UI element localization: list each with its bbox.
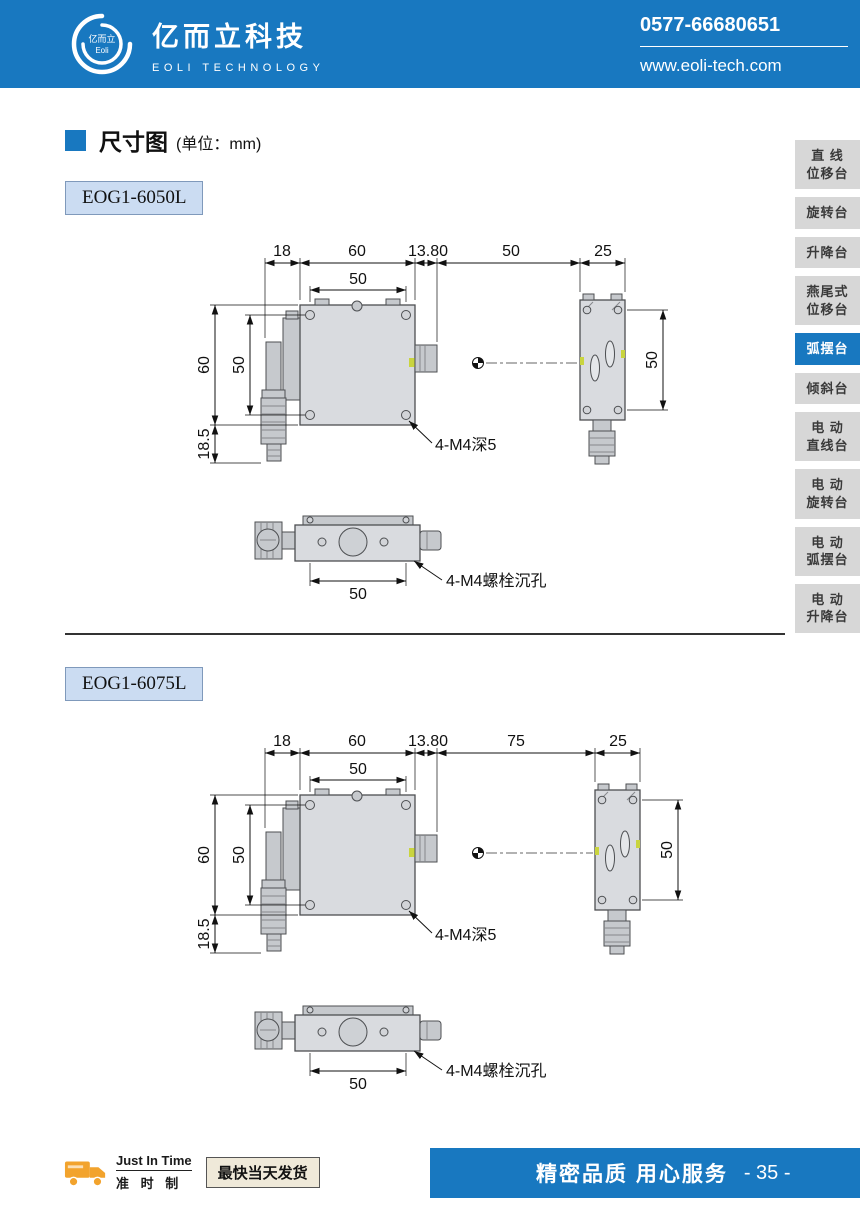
fast-ship-badge: 最快当天发货 bbox=[205, 1157, 320, 1188]
thread-note: 4-M4深5 bbox=[408, 420, 496, 454]
dim-side-height: 50 bbox=[644, 351, 661, 369]
brand-block: 亿而立科技 EOLI TECHNOLOGY bbox=[152, 15, 324, 74]
thread-note-label: 4-M4深5 bbox=[435, 926, 496, 944]
sink-note-label: 4-M4螺栓沉孔 bbox=[446, 1062, 546, 1080]
brand-name-en: EOLI TECHNOLOGY bbox=[152, 62, 325, 74]
dim-mic-bottom: 18.5 bbox=[196, 918, 213, 949]
center-mark bbox=[472, 357, 578, 369]
jit-chinese: 准 时 制 bbox=[116, 1170, 192, 1192]
brand-logo-icon: 亿而立 Eoli bbox=[71, 13, 133, 75]
sidebar-item-linear-stage[interactable]: 直 线 位移台 bbox=[795, 140, 860, 190]
dim-gap: 50 bbox=[502, 243, 520, 260]
dimension-drawing-2: 50 18 60 13.80 50 75 25 60 50 18.5 bbox=[196, 733, 683, 1093]
top-dimensions: 18 60 13.80 50 75 25 bbox=[264, 733, 640, 832]
sink-note-label: 4-M4螺栓沉孔 bbox=[446, 572, 546, 590]
sidebar-item-lift-stage[interactable]: 升降台 bbox=[795, 236, 860, 269]
section-title-row: 尺寸图 (单位：mm) bbox=[65, 123, 261, 157]
section-divider bbox=[65, 633, 785, 635]
truck-icon bbox=[64, 1161, 106, 1187]
dim-hole-pitch-h: 50 bbox=[349, 761, 367, 778]
sidebar-item-motor-lift[interactable]: 电 动 升降台 bbox=[795, 583, 860, 633]
left-dimensions: 60 50 18.5 bbox=[196, 304, 305, 464]
section-title: 尺寸图 bbox=[99, 129, 168, 155]
footer-blue-band: 精密品质 用心服务 - 35 - bbox=[430, 1148, 860, 1198]
thread-note-label: 4-M4深5 bbox=[435, 436, 496, 454]
dim-mic-offset: 18 bbox=[273, 733, 291, 750]
sidebar-item-dovetail-stage[interactable]: 燕尾式 位移台 bbox=[795, 276, 860, 326]
dim-side-height: 50 bbox=[659, 841, 676, 859]
top-dimensions: 18 60 13.80 50 50 25 bbox=[264, 243, 625, 342]
model-label-1: EOG1-6050L bbox=[65, 181, 204, 215]
dim-knob: 13.80 bbox=[408, 243, 448, 260]
logo-text-cn: 亿而立 bbox=[88, 33, 115, 44]
dim-body-height: 60 bbox=[196, 356, 213, 374]
sidebar-item-arc-stage[interactable]: 弧摆台 bbox=[795, 333, 860, 365]
page-number: - 35 - bbox=[743, 1161, 791, 1184]
dim-mic-offset: 18 bbox=[273, 243, 291, 260]
dim-side-width: 25 bbox=[609, 733, 627, 750]
section-bullet-icon bbox=[65, 129, 86, 151]
sidebar-item-motor-rotary[interactable]: 电 动 旋转台 bbox=[795, 469, 860, 519]
logo-text-en: Eoli bbox=[95, 46, 109, 55]
dim-side-width: 25 bbox=[594, 243, 612, 260]
brand-name-cn: 亿而立科技 bbox=[152, 22, 307, 52]
side-view: 50 bbox=[579, 258, 668, 465]
website-url: www.eoli-tech.com bbox=[640, 56, 782, 75]
bottom-view: 50 4-M4螺栓沉孔 bbox=[254, 515, 546, 603]
center-mark bbox=[472, 847, 593, 859]
footer-slogan: 精密品质 用心服务 bbox=[536, 1163, 728, 1186]
dimension-drawing-1: 50 18 60 13.80 50 50 25 60 50 18.5 bbox=[196, 243, 668, 603]
dim-body-width: 60 bbox=[348, 243, 366, 260]
sidebar-item-motor-linear[interactable]: 电 动 直线台 bbox=[795, 412, 860, 462]
sidebar-item-motor-arc[interactable]: 电 动 弧摆台 bbox=[795, 526, 860, 576]
page-header: 亿而立 Eoli 亿而立科技 EOLI TECHNOLOGY 0577-6668… bbox=[0, 0, 860, 88]
dim-hole-pitch-h: 50 bbox=[349, 271, 367, 288]
front-view bbox=[260, 298, 438, 462]
header-contact: 0577-66680651 www.eoli-tech.com bbox=[640, 14, 848, 76]
dim-bottom-pitch: 50 bbox=[349, 586, 367, 603]
dim-hole-pitch-v: 50 bbox=[231, 356, 248, 374]
side-view: 50 bbox=[594, 748, 683, 955]
dim-mic-bottom: 18.5 bbox=[196, 428, 213, 459]
sidebar-item-rotary-stage[interactable]: 旋转台 bbox=[795, 197, 860, 229]
dim-gap: 75 bbox=[507, 733, 525, 750]
phone-number: 0577-66680651 bbox=[640, 14, 848, 47]
jit-block: Just In Time 准 时 制 bbox=[116, 1153, 192, 1192]
dim-knob: 13.80 bbox=[408, 733, 448, 750]
dim-body-width: 60 bbox=[348, 733, 366, 750]
jit-english: Just In Time bbox=[116, 1153, 192, 1168]
thread-note: 4-M4深5 bbox=[408, 910, 496, 944]
dim-bottom-pitch: 50 bbox=[349, 1076, 367, 1093]
left-dimensions: 60 50 18.5 bbox=[196, 794, 305, 954]
dim-body-height: 60 bbox=[196, 846, 213, 864]
front-view bbox=[260, 788, 438, 952]
category-sidebar: 直 线 位移台 旋转台 升降台 燕尾式 位移台 弧摆台 倾斜台 电 动 直线台 … bbox=[795, 140, 860, 633]
footer-left: Just In Time 准 时 制 最快当天发货 bbox=[64, 1153, 320, 1192]
model-label-2: EOG1-6075L bbox=[65, 667, 204, 701]
section-unit: (单位：mm) bbox=[176, 135, 262, 153]
sidebar-item-tilt-stage[interactable]: 倾斜台 bbox=[795, 372, 860, 405]
bottom-view: 50 4-M4螺栓沉孔 bbox=[254, 1005, 546, 1093]
dim-hole-pitch-v: 50 bbox=[231, 846, 248, 864]
